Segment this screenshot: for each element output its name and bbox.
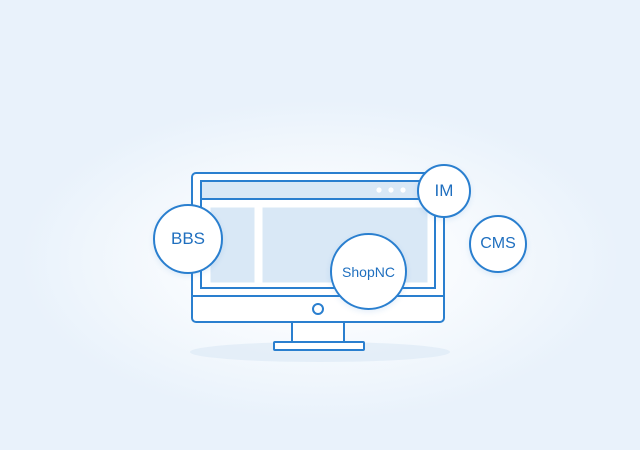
browser-title-bar [200,180,436,200]
window-dot-icon [400,187,406,193]
shopnc-label: ShopNC [342,263,395,280]
monitor-base [273,341,365,351]
bbs-label: BBS [170,229,206,248]
im-label: IM [434,181,454,200]
bbs-bubble: BBS [153,204,223,274]
shopnc-bubble: ShopNC [330,233,407,310]
monitor-shadow [190,342,450,362]
window-dot-icon [376,187,382,193]
cms-bubble: CMS [469,215,527,273]
power-button-icon [312,303,324,315]
monitor-neck [291,321,345,343]
cms-label: CMS [480,235,516,252]
window-dot-icon [388,187,394,193]
im-bubble: IM [417,164,471,218]
